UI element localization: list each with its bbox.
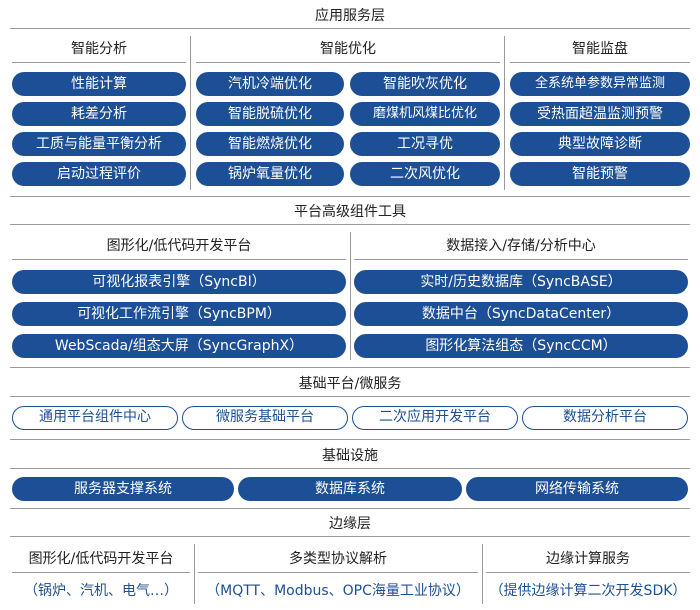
divider-line <box>190 36 191 190</box>
lowcode-platform-title: 图形化/低代码开发平台 <box>106 238 252 254</box>
divider-line <box>198 572 478 573</box>
platform-tools-title: 平台高级组件工具 <box>294 204 406 220</box>
divider-line <box>510 62 690 63</box>
optimization-item[interactable]: 智能燃烧优化 <box>196 132 344 156</box>
base-platform-title: 基础平台/微服务 <box>298 376 402 392</box>
divider-line <box>12 259 346 260</box>
monitoring-item[interactable]: 典型故障诊断 <box>510 132 690 156</box>
monitoring-item[interactable]: 受热面超温监测预警 <box>510 102 690 126</box>
divider-line <box>482 544 483 604</box>
divider-line <box>350 232 351 360</box>
divider-line <box>10 536 690 537</box>
divider-line <box>194 544 195 604</box>
infrastructure-title: 基础设施 <box>322 448 378 464</box>
divider-line <box>196 62 500 63</box>
smart-monitoring-title: 智能监盘 <box>572 41 628 57</box>
edge-group-title: 多类型协议解析 <box>289 551 387 567</box>
data-center-item[interactable]: 图形化算法组态（SyncCCM） <box>354 334 688 358</box>
divider-line <box>504 36 505 190</box>
infrastructure-item[interactable]: 网络传输系统 <box>466 477 688 501</box>
edge-group-title: 图形化/低代码开发平台 <box>28 551 174 567</box>
divider-line <box>10 508 690 509</box>
lowcode-item[interactable]: WebScada/组态大屏（SyncGraphX） <box>12 334 346 358</box>
edge-group-detail: （提供边缘计算二次开发SDK） <box>489 583 687 599</box>
divider-line <box>10 196 690 197</box>
divider-line <box>10 367 690 368</box>
divider-line <box>10 396 690 397</box>
divider-line <box>486 572 690 573</box>
divider-line <box>12 62 186 63</box>
optimization-item[interactable]: 锅炉氧量优化 <box>196 162 344 186</box>
edge-group-title: 边缘计算服务 <box>546 551 630 567</box>
data-center-item[interactable]: 实时/历史数据库（SyncBASE） <box>354 270 688 294</box>
divider-line <box>10 439 690 440</box>
base-platform-item[interactable]: 数据分析平台 <box>522 406 688 430</box>
infrastructure-item[interactable]: 数据库系统 <box>238 477 462 501</box>
analysis-item[interactable]: 耗差分析 <box>12 102 186 126</box>
infrastructure-item[interactable]: 服务器支撑系统 <box>12 477 234 501</box>
analysis-item[interactable]: 工质与能量平衡分析 <box>12 132 186 156</box>
divider-line <box>354 259 688 260</box>
monitoring-item[interactable]: 全系统单参数异常监测 <box>510 72 690 96</box>
divider-line <box>12 572 190 573</box>
lowcode-item[interactable]: 可视化工作流引擎（SyncBPM） <box>12 302 346 326</box>
application-layer-title: 应用服务层 <box>315 8 385 24</box>
smart-analysis-title: 智能分析 <box>71 41 127 57</box>
base-platform-item[interactable]: 通用平台组件中心 <box>12 406 178 430</box>
data-center-title: 数据接入/存储/分析中心 <box>446 238 596 254</box>
edge-layer-title: 边缘层 <box>329 516 371 532</box>
optimization-item[interactable]: 工况寻优 <box>350 132 500 156</box>
optimization-item[interactable]: 智能吹灰优化 <box>350 72 500 96</box>
optimization-item[interactable]: 智能脱硫优化 <box>196 102 344 126</box>
analysis-item[interactable]: 性能计算 <box>12 72 186 96</box>
data-center-item[interactable]: 数据中台（SyncDataCenter） <box>354 302 688 326</box>
edge-group-detail: （锅炉、汽机、电气…） <box>24 583 178 599</box>
divider-line <box>10 468 690 469</box>
optimization-item[interactable]: 磨煤机风煤比优化 <box>350 102 500 126</box>
divider-line <box>10 224 690 225</box>
analysis-item[interactable]: 启动过程评价 <box>12 162 186 186</box>
edge-group-detail: （MQTT、Modbus、OPC海量工业协议） <box>206 583 470 599</box>
divider-line <box>10 28 690 29</box>
optimization-item[interactable]: 汽机冷端优化 <box>196 72 344 96</box>
lowcode-item[interactable]: 可视化报表引擎（SyncBI） <box>12 270 346 294</box>
base-platform-item[interactable]: 二次应用开发平台 <box>352 406 518 430</box>
monitoring-item[interactable]: 智能预警 <box>510 162 690 186</box>
optimization-item[interactable]: 二次风优化 <box>350 162 500 186</box>
smart-optimization-title: 智能优化 <box>320 41 376 57</box>
base-platform-item[interactable]: 微服务基础平台 <box>182 406 348 430</box>
